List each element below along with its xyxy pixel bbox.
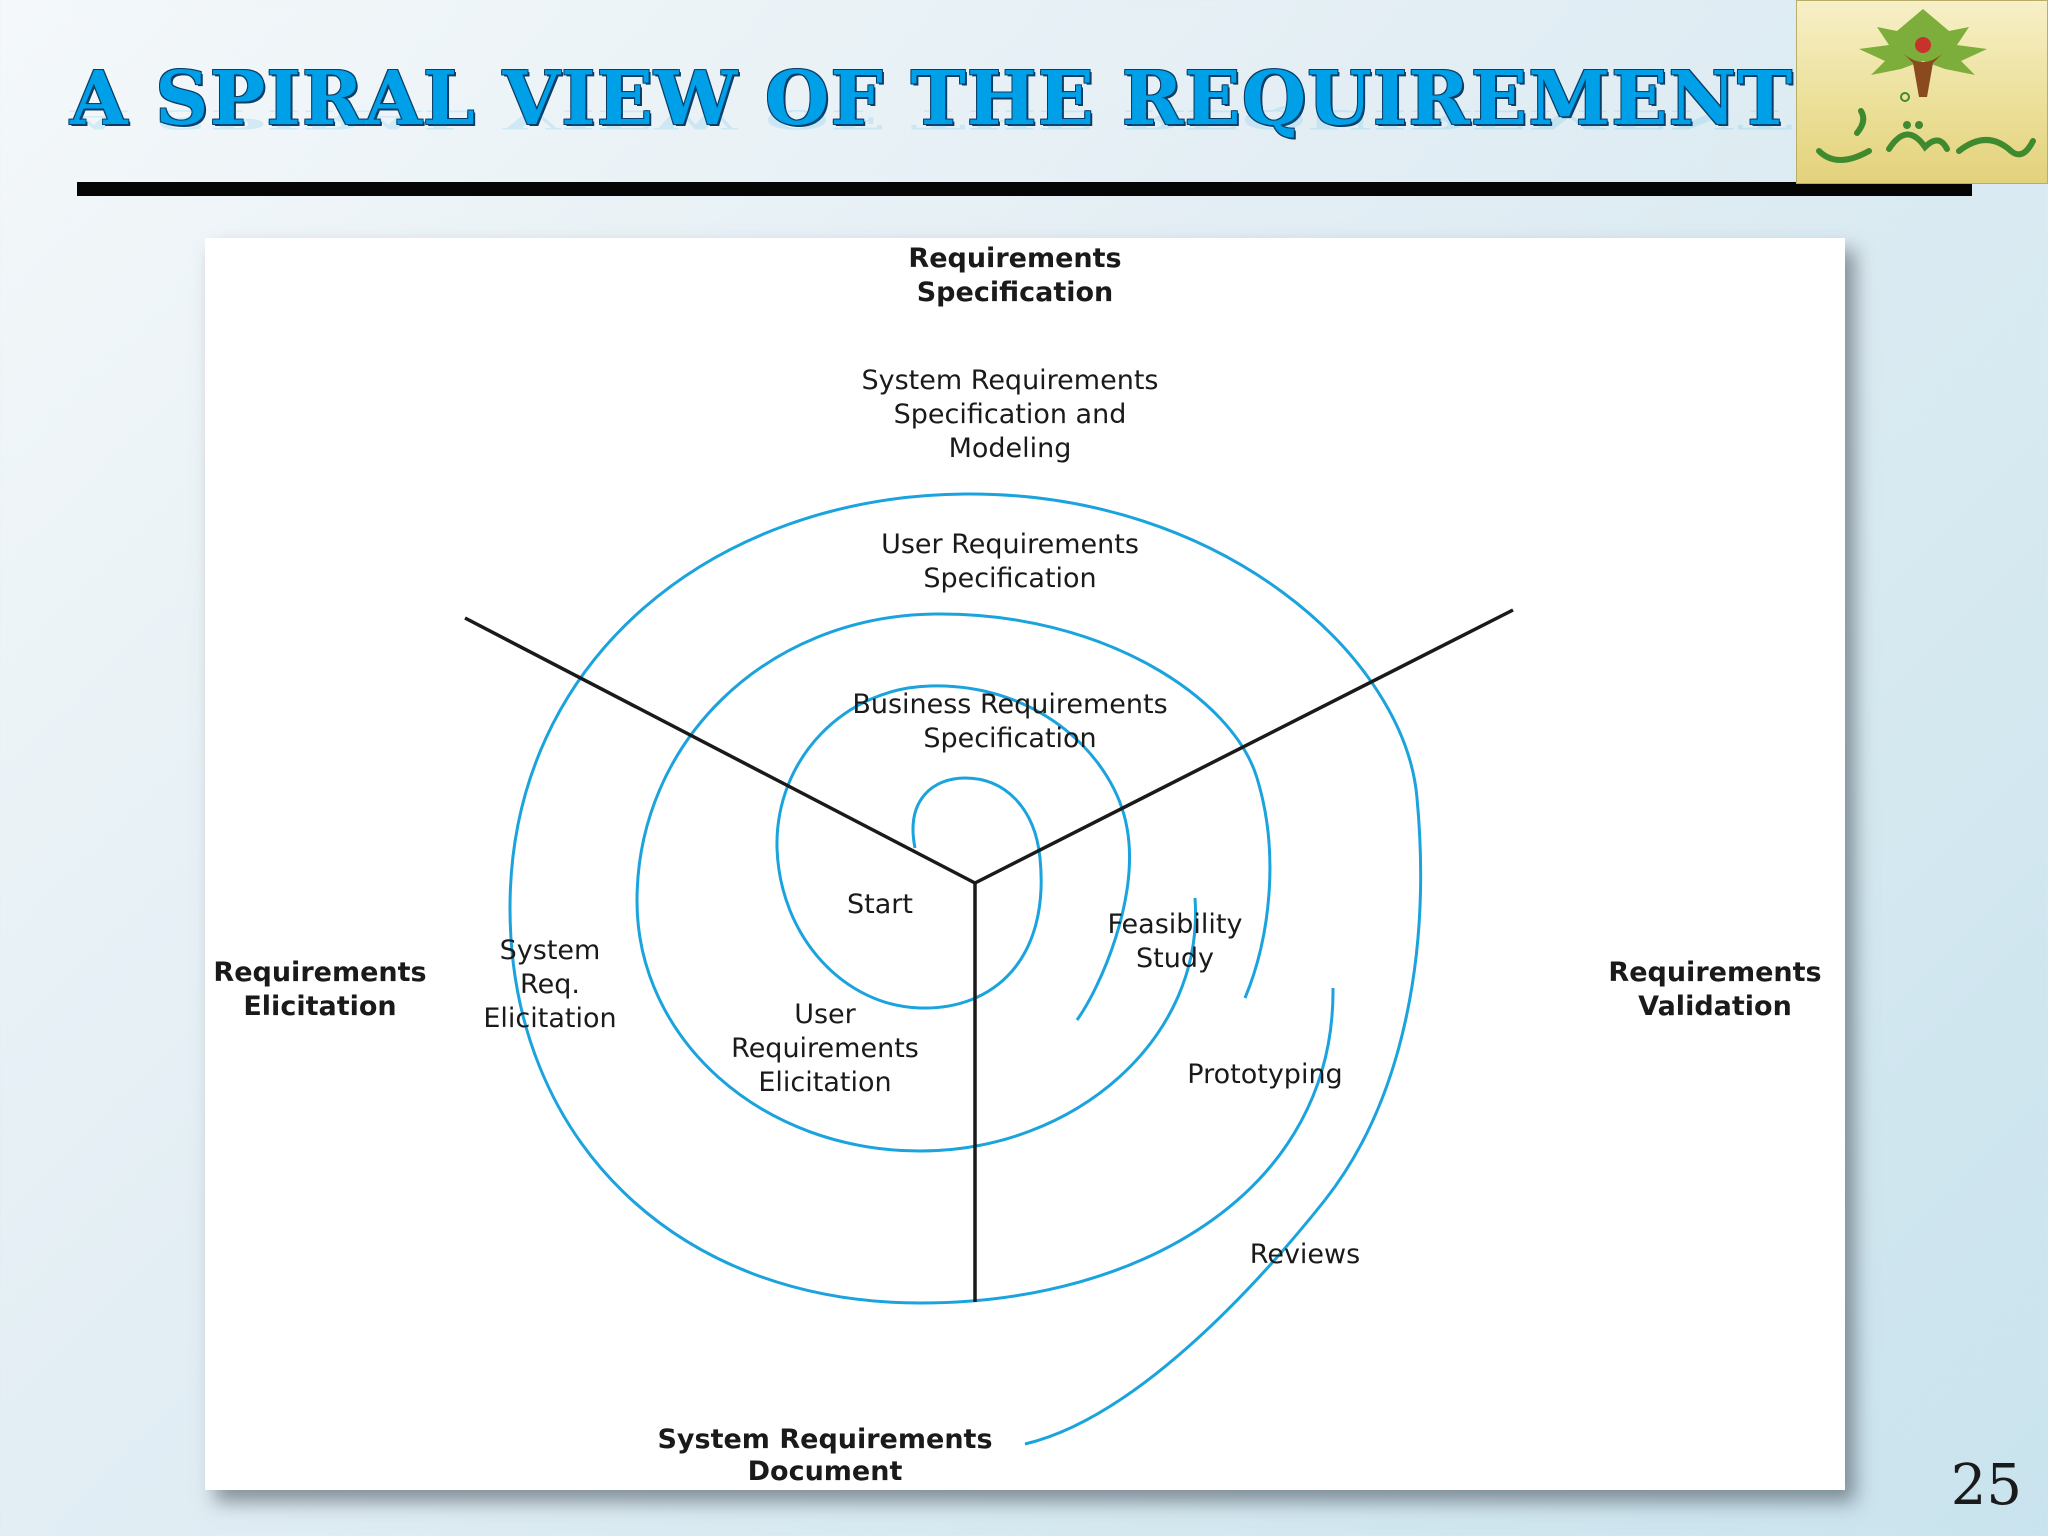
title-underline [77, 182, 1972, 196]
page-number: 25 [1950, 1453, 2022, 1518]
phase-elicitation-label: Requirements Elicitation [213, 957, 427, 1022]
spiral-diagram [464, 492, 1514, 1446]
spiral-curl [911, 776, 1042, 859]
activity-start-label: Start [847, 889, 913, 920]
activity-system-spec-label: System Requirements Specification and Mo… [861, 365, 1159, 464]
activity-user-elicitation-label: User Requirements Elicitation [731, 999, 919, 1098]
activity-prototyping-label: Prototyping [1187, 1059, 1343, 1090]
axis-left [464, 616, 976, 885]
spiral-turn-3 [508, 492, 1423, 1305]
activity-business-spec-label: Business Requirements Specification [852, 689, 1168, 754]
phase-document-label: System Requirements Document [657, 1424, 993, 1487]
phase-validation-label: Requirements Validation [1608, 957, 1822, 1022]
activity-system-elicitation-label: System Req. Elicitation [483, 935, 617, 1034]
diagram-panel: Requirements Specification System Requir… [205, 238, 1845, 1490]
page-title: A SPIRAL VIEW OF THE REQUIREMENTS [70, 56, 1848, 142]
activity-feasibility-label: Feasibility Study [1107, 909, 1243, 974]
activity-reviews-label: Reviews [1249, 1239, 1361, 1270]
logo [1796, 0, 2048, 184]
spiral-turn-2 [635, 612, 1272, 1153]
activity-user-spec-label: User Requirements Specification [881, 529, 1139, 594]
phase-specification-label: Requirements Specification [908, 243, 1122, 308]
spiral-tail [1024, 1199, 1327, 1446]
tree-logo-icon [1816, 9, 2036, 163]
axis-right [974, 608, 1514, 885]
spiral-turn-1 [775, 684, 1132, 1021]
